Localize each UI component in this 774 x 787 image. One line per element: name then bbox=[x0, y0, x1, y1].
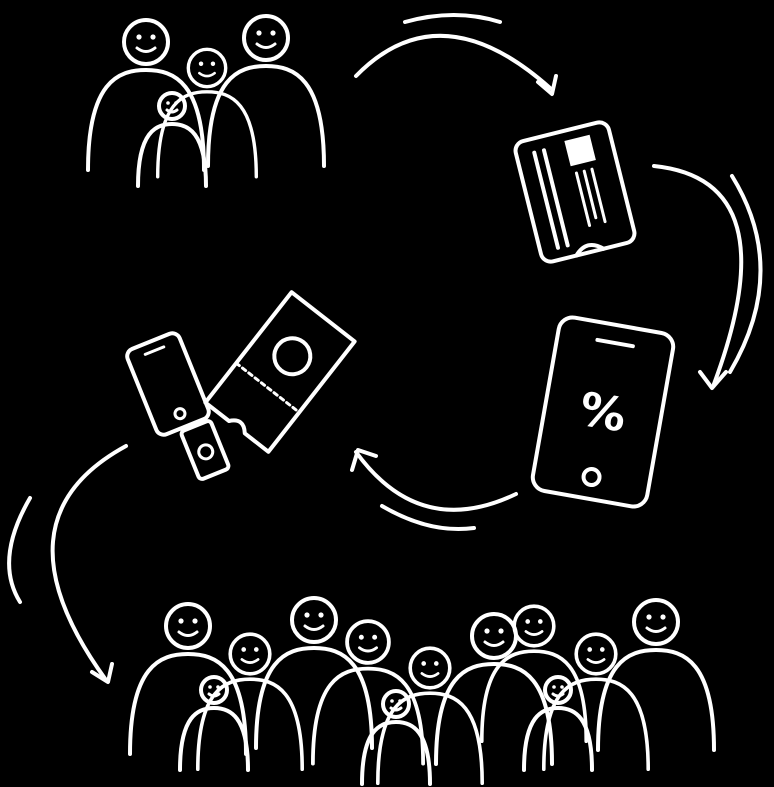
person-icon bbox=[436, 614, 552, 764]
person-icon bbox=[130, 604, 246, 754]
ticket-icon bbox=[205, 292, 354, 452]
flow-arrow-icon bbox=[9, 446, 126, 682]
key-tag-icon bbox=[180, 420, 229, 480]
bank-card-icon bbox=[513, 120, 636, 264]
flow-arrow-icon bbox=[356, 15, 556, 94]
person-icon bbox=[598, 600, 714, 750]
smartphone-percent-icon: % bbox=[531, 315, 676, 508]
person-icon bbox=[208, 16, 324, 166]
phone-icon bbox=[125, 331, 211, 437]
phone-ticket-icon bbox=[125, 292, 355, 480]
people-group-small-icon bbox=[88, 16, 324, 186]
people-group-large-icon bbox=[130, 598, 714, 784]
discount-percent-label: % bbox=[576, 381, 631, 442]
flow-arrow-icon bbox=[352, 450, 516, 529]
